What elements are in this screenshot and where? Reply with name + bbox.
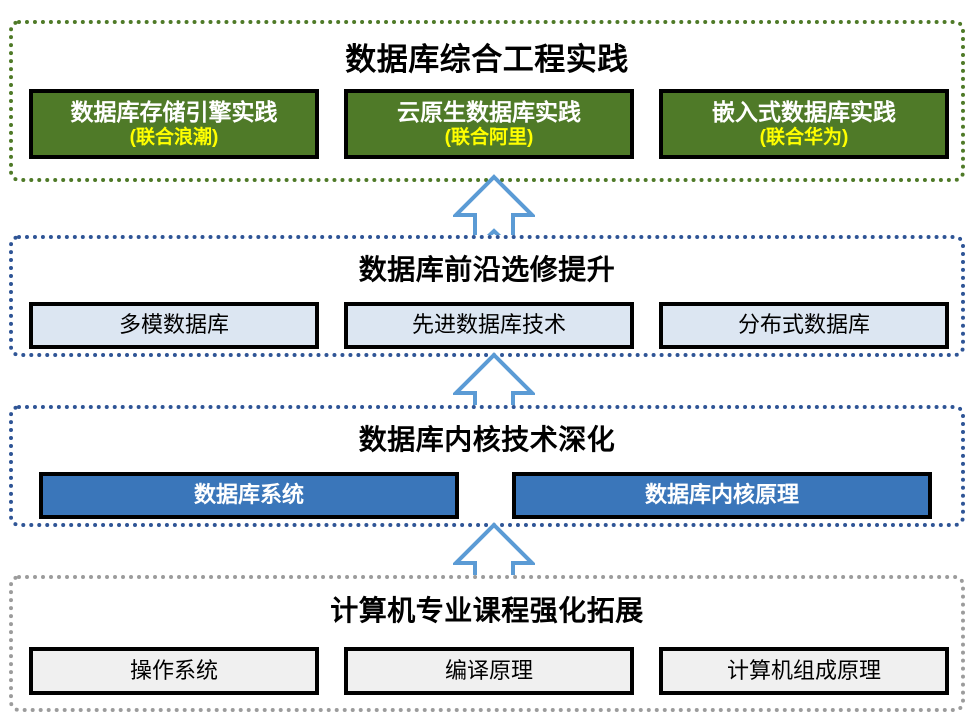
course-partner: (联合阿里)	[444, 126, 534, 148]
course-title: 数据库内核原理	[644, 482, 799, 508]
course-box-embedded-db-practice[interactable]: 嵌入式数据库实践 (联合华为)	[659, 89, 949, 159]
course-title: 计算机组成原理	[726, 657, 881, 683]
course-partner: (联合浪潮)	[129, 126, 219, 148]
course-box-operating-systems[interactable]: 操作系统	[29, 647, 319, 695]
course-box-cloud-native-db-practice[interactable]: 云原生数据库实践 (联合阿里)	[344, 89, 634, 159]
course-box-advanced-db-tech[interactable]: 先进数据库技术	[344, 302, 634, 349]
course-box-computer-organization[interactable]: 计算机组成原理	[659, 647, 949, 695]
course-title: 多模数据库	[118, 312, 229, 338]
tier-comprehensive-practice: 数据库综合工程实践 数据库存储引擎实践 (联合浪潮) 云原生数据库实践 (联合阿…	[9, 20, 965, 182]
course-box-distributed-db[interactable]: 分布式数据库	[659, 302, 949, 349]
course-partner: (联合华为)	[759, 126, 849, 148]
course-box-storage-engine-practice[interactable]: 数据库存储引擎实践 (联合浪潮)	[29, 89, 319, 159]
tier-cs-foundation: 计算机专业课程强化拓展 操作系统 编译原理 计算机组成原理	[9, 575, 965, 712]
course-title: 云原生数据库实践	[397, 98, 581, 125]
tier-1-title: 数据库综合工程实践	[345, 42, 629, 77]
tier-frontier-electives: 数据库前沿选修提升 多模数据库 先进数据库技术 分布式数据库	[9, 235, 965, 357]
course-box-multi-model-db[interactable]: 多模数据库	[29, 302, 319, 349]
course-box-compiler-principles[interactable]: 编译原理	[344, 647, 634, 695]
course-title: 操作系统	[129, 657, 218, 683]
course-title: 嵌入式数据库实践	[712, 98, 896, 125]
course-title: 编译原理	[444, 657, 533, 683]
course-title: 数据库存储引擎实践	[70, 98, 278, 125]
tier-4-title: 计算机专业课程强化拓展	[330, 595, 644, 626]
course-title: 先进数据库技术	[411, 312, 566, 338]
course-box-database-system[interactable]: 数据库系统	[39, 472, 459, 519]
course-title: 分布式数据库	[737, 312, 870, 338]
course-title: 数据库系统	[193, 482, 304, 508]
tier-2-title: 数据库前沿选修提升	[358, 254, 616, 285]
tier-kernel-deepening: 数据库内核技术深化 数据库系统 数据库内核原理	[9, 405, 965, 527]
tier-3-title: 数据库内核技术深化	[358, 424, 616, 455]
course-box-db-kernel-principles[interactable]: 数据库内核原理	[512, 472, 932, 519]
up-arrow-tier2-to-tier1	[453, 174, 535, 252]
